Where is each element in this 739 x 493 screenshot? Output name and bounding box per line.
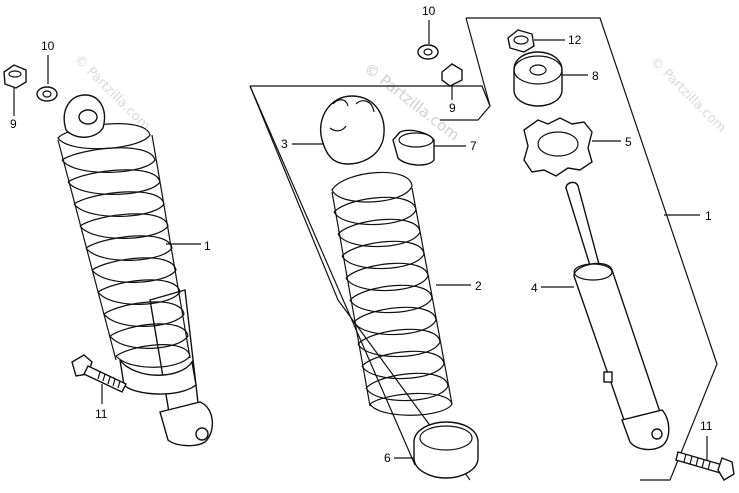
bolt-11-left — [71, 354, 127, 393]
middle-frame-left — [249, 85, 471, 481]
middle-frame-left2 — [249, 85, 416, 466]
callout-2: 2 — [475, 279, 482, 293]
callout-1-right: 1 — [705, 209, 712, 223]
left-shock-absorber — [57, 94, 213, 447]
callout-11-right: 11 — [700, 419, 713, 433]
callout-3: 3 — [281, 137, 288, 151]
callout-9-left: 9 — [10, 117, 17, 131]
spring-2 — [331, 171, 453, 416]
stopper-5 — [523, 117, 593, 177]
callout-6: 6 — [384, 451, 391, 465]
callout-10-left: 10 — [41, 39, 55, 53]
damper-4 — [565, 181, 670, 451]
nut-12 — [507, 29, 535, 53]
nut-9-left — [3, 64, 27, 89]
callout-9-top: 9 — [449, 101, 456, 115]
right-frame-link — [465, 17, 491, 107]
collar-7 — [392, 129, 435, 166]
callout-12: 12 — [568, 33, 582, 47]
right-frame-outer — [466, 17, 718, 481]
callout-8: 8 — [592, 69, 599, 83]
callout-7: 7 — [470, 139, 477, 153]
callout-5: 5 — [625, 135, 632, 149]
callout-11-left: 11 — [95, 407, 108, 421]
washer-10-left — [36, 86, 58, 102]
nut-9-top — [441, 63, 463, 87]
watermark-right: © Partzilla.com — [647, 54, 729, 136]
callout-10-top: 10 — [422, 4, 436, 18]
washer-10-top — [417, 44, 439, 60]
rubber-3 — [320, 95, 385, 165]
callout-4: 4 — [531, 281, 538, 295]
rubber-bushing-8 — [513, 51, 563, 107]
bolt-11-right — [675, 451, 735, 481]
callout-1-left: 1 — [204, 239, 211, 253]
spring-seat-6 — [413, 421, 479, 479]
